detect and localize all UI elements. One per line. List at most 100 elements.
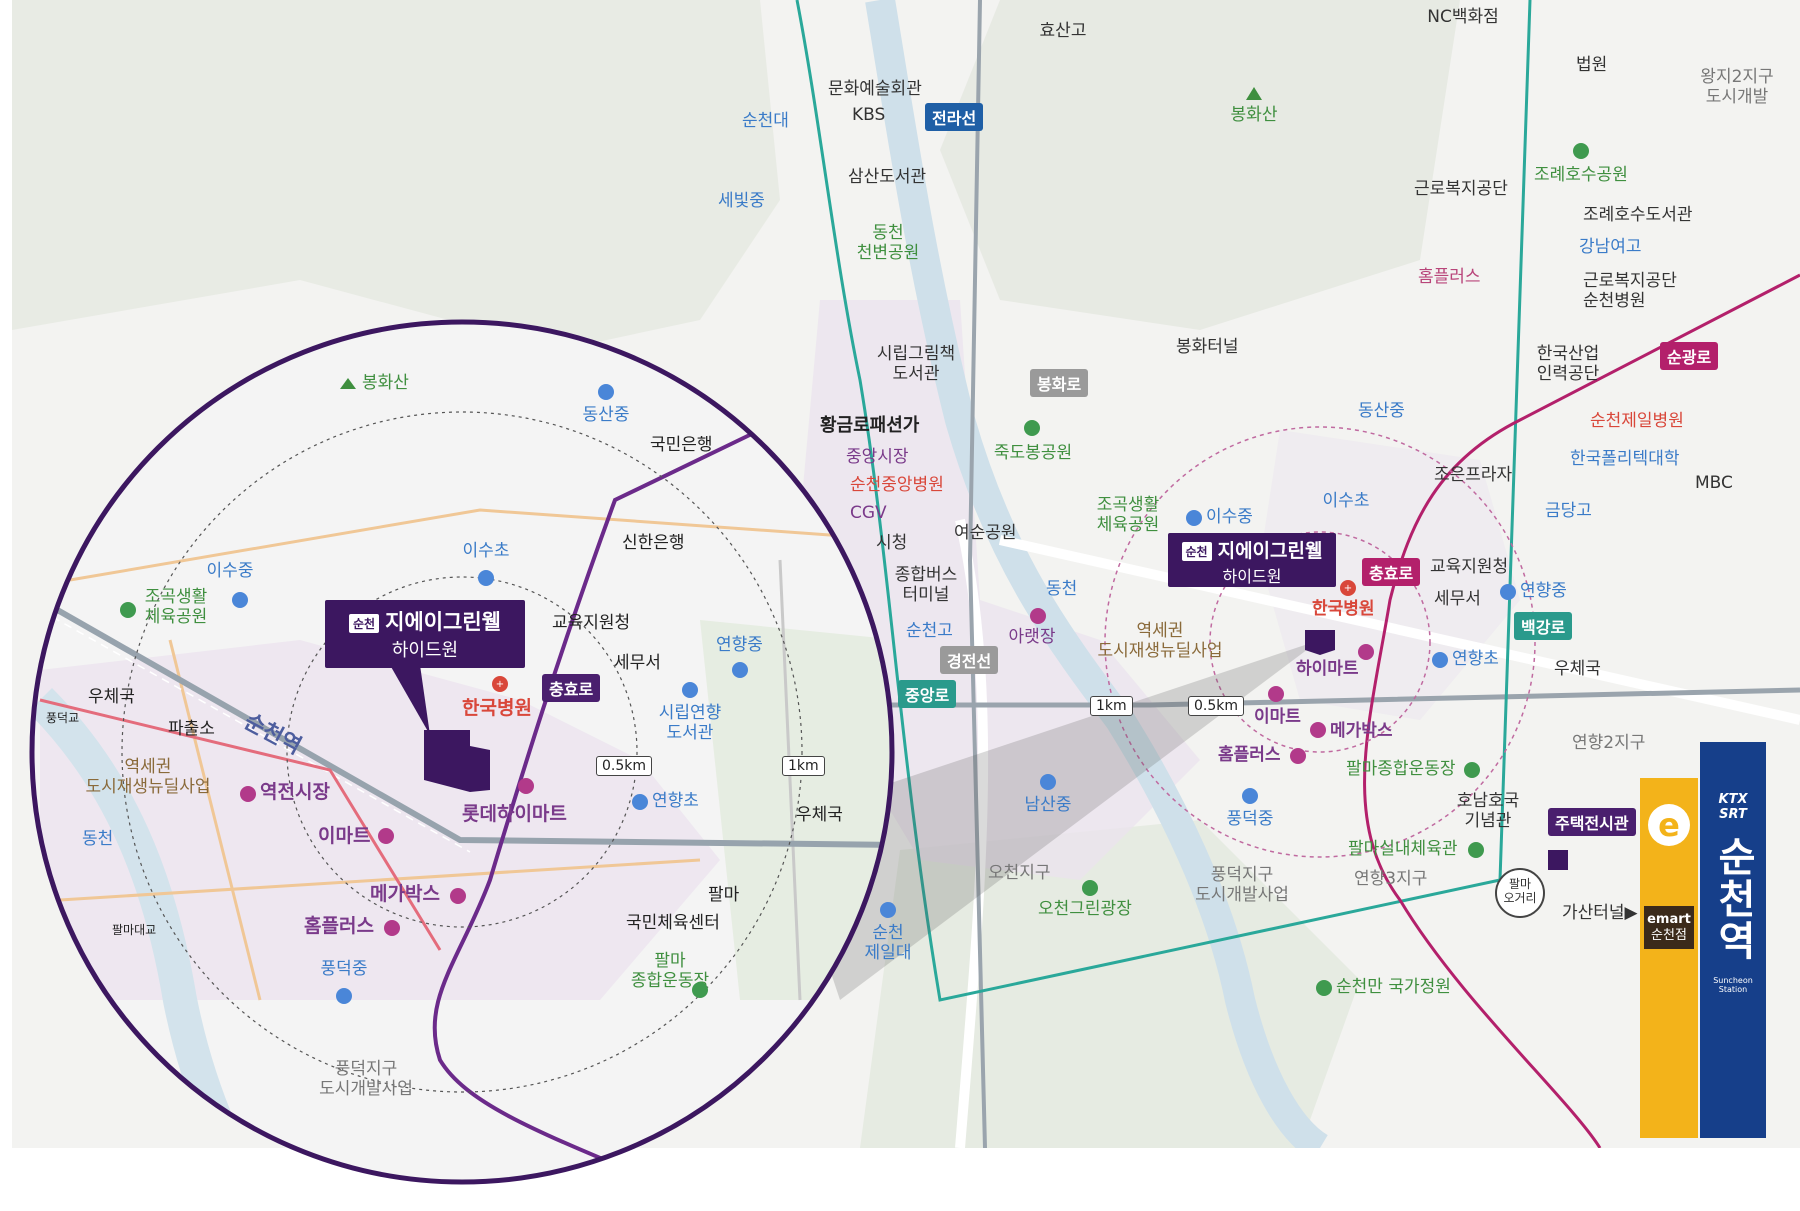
label-palma-indoor: 팔마실내체육관 [1348,839,1458,859]
mart-icon [240,786,256,802]
terrain-s [860,820,1360,1148]
park-icon [1024,420,1040,436]
sports-icon [692,982,708,998]
mart-icon [378,828,394,844]
label-munhwa: 문화예술회관 [828,79,922,99]
label-garden: 순천만 국가정원 [1336,977,1451,997]
mart-icon [1310,722,1326,738]
park-icon [1573,143,1589,159]
label-jungang-hosp: 순천중앙병원 [850,475,944,495]
school-icon [1242,788,1258,804]
inset-label-pungdeok-dev: 풍덕지구 도시개발사업 [319,1059,413,1099]
inset-label-isucho: 이수초 [462,541,510,561]
school-icon [232,592,248,608]
subject-marker [1305,630,1335,655]
label-jogok: 조곡생활 체육공원 [1096,495,1160,535]
school-icon [1186,510,1202,526]
inset-label-hankook: 한국병원 [462,697,532,719]
ring-1km [1104,426,1536,858]
label-ncdept: NC백화점 [1427,7,1499,27]
inset-label-megabox: 메가박스 [370,883,440,905]
label-model-house: 주택전시관 [1548,808,1636,836]
subject-name: 지에이그린웰 [1217,540,1323,562]
label-dongcheon-park: 동천 천변공원 [856,223,920,263]
label-bonghwa-tunnel: 봉화터널 [1176,337,1239,357]
park-icon [120,602,136,618]
label-geumdang: 금당고 [1545,501,1592,521]
label-beopwon: 법원 [1576,55,1608,75]
ktx-logo: KTX [1718,792,1748,807]
urban-center [800,300,1200,880]
label-ocheon-green: 오천그린광장 [1038,899,1132,919]
label-yeonhyang2: 연향2지구 [1572,733,1646,753]
inset-ring-label-05km: 0.5km [596,756,653,776]
label-gasan-tunnel: 가산터널▶ [1562,903,1638,923]
label-suncheondae: 순천대 [742,111,789,131]
label-hyosango: 효산고 [1039,21,1087,41]
inset-label-station-area: 역세권 도시재생뉴딜사업 [85,757,211,797]
label-edu-office: 교육지원청 [1430,557,1509,577]
label-sirip-library: 시립그림책 도서관 [876,344,956,384]
mountain-icon [340,378,356,389]
hospital-icon: + [492,676,508,692]
ring-road [795,0,1532,1002]
label-hrd: 한국산업 인력공단 [1536,344,1600,384]
inset-rail [38,597,892,848]
mart-icon [384,920,400,936]
school-icon [880,902,896,918]
label-suncheongo: 순천고 [906,621,953,641]
inset-green [700,620,892,1000]
inset-label-pungdeokjung: 풍덕중 [320,959,368,979]
label-yeonhyangcho: 연향초 [1452,649,1499,669]
terrain-nw [12,0,780,350]
sungwang-route [1363,273,1800,1148]
school-icon [1500,584,1516,600]
inset-label-palma: 팔마 [708,885,740,905]
label-ocheon: 오천지구 [988,863,1051,883]
mart-icon [450,888,466,904]
inset-label-homeplus: 홈플러스 [304,915,374,937]
inset-label-shinhan: 신한은행 [622,533,685,553]
river-dongcheon [865,0,1329,1148]
label-geunro: 근로복지공단 [1414,179,1508,199]
inset-label-palmadaegyo: 팔마대교 [112,923,157,937]
label-palma-stadium: 팔마종합운동장 [1346,759,1456,779]
label-bonghwasan: 봉화산 [1230,105,1278,125]
inset-label-police: 파출소 [168,719,215,739]
inset-subject-block [424,730,490,792]
label-samsan-library: 삼산도서관 [848,167,927,187]
library-icon [682,682,698,698]
label-cgv: CGV [850,503,887,523]
inset-label-emart: 이마트 [318,825,371,847]
emart-branch: 순천점 [1651,927,1687,943]
emart-sign: e emart 순천점 [1640,778,1698,1138]
road-sungwangro: 순광로 [1660,342,1719,370]
road-baekgangro: 백강로 [1514,612,1573,640]
label-jungang-market: 중앙시장 [846,447,909,467]
station-name: 순천역 [1710,836,1756,962]
emart-label-box: emart 순천점 [1644,906,1694,950]
label-dongsanjung: 동산중 [1358,401,1405,421]
inset-label-dongcheon: 동천 [82,829,114,849]
label-honam: 호남호국 기념관 [1456,791,1520,831]
mart-icon [1030,608,1046,624]
ring-05km [1209,531,1431,753]
label-saebitjung: 세빛중 [718,191,765,211]
label-joeun: 조은프라자 [1434,465,1513,485]
sports-icon [1468,842,1484,858]
inset-label-library: 시립연향 도서관 [658,703,722,743]
label-tax: 세무서 [1434,589,1481,609]
inset-choonghyoro [432,428,761,1182]
road-jungangro: 중앙로 [898,680,957,708]
inset-label-post-w: 우체국 [88,687,135,707]
label-wangji2: 왕지2지구 도시개발 [1700,67,1774,107]
inset-label-palma-center: 국민체육센터 [626,913,720,933]
label-dongcheon: 동천 [1046,579,1078,599]
label-pungdeokjung: 풍덕중 [1226,809,1274,829]
inset-border [29,319,895,1185]
label-gangnam: 강남여고 [1579,237,1642,257]
inset-label-edu: 교육지원청 [552,613,631,633]
